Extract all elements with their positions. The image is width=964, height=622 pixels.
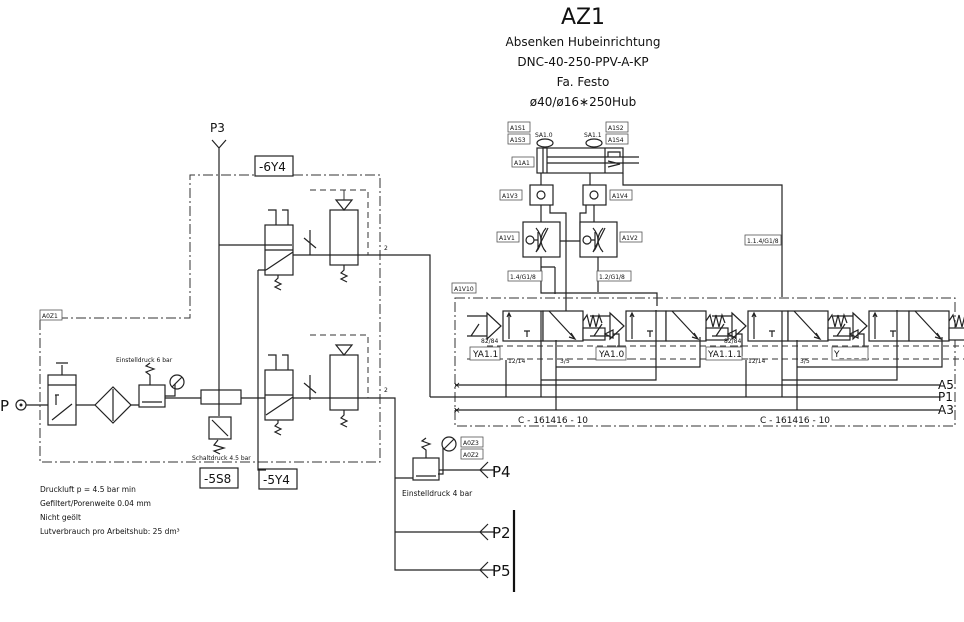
junction-block-icon xyxy=(200,389,242,405)
manifold-part-number-2: C - 161416 - 10 xyxy=(760,416,830,426)
switch-pressure-label: Schaltdruck 4.5 bar xyxy=(192,455,251,462)
valve-label-ya11: YA1.1 xyxy=(472,350,498,360)
label-6y4: -6Y4 xyxy=(259,160,286,174)
subtitle-function: Absenken Hubeinrichtung xyxy=(506,35,661,49)
quick-exhaust-valve-upper-icon xyxy=(329,209,359,266)
output-branch: A0Z3 A0Z2 Einstelldruck 4 bar P4 P2 P5 xyxy=(394,436,516,592)
check-valve-a1v3-icon xyxy=(529,184,554,206)
label-5s8: -5S8 xyxy=(204,472,231,486)
label-p4: P4 xyxy=(492,463,511,481)
valve-label-ya111: YA1.1.1 xyxy=(707,350,742,360)
label-a1s1: A1S1 xyxy=(510,125,526,132)
note-not-oiled: Nicht geölt xyxy=(40,513,81,522)
label-a0z3: A0Z3 xyxy=(463,440,479,447)
label-p2: P2 xyxy=(492,524,511,542)
note-pressure: Druckluft p = 4.5 bar min xyxy=(40,485,136,494)
label-a1s2: A1S2 xyxy=(608,125,624,132)
label-a0z1: A0Z1 xyxy=(42,313,58,320)
supply-unit: P A0Z1 Einstelldruck 6 bar Schaltdruck 4… xyxy=(0,121,431,490)
valve-label-ya10: YA1.0 xyxy=(598,350,625,360)
label-a1v10: A1V10 xyxy=(454,286,474,293)
port-label-3-5: 3/5 xyxy=(800,358,810,365)
label-a1v1: A1V1 xyxy=(499,235,515,242)
port-label-3-5: 3/5 xyxy=(560,358,570,365)
label-port-1-2: 1.2/G1/8 xyxy=(599,274,625,281)
quick-exhaust-valve-lower-icon xyxy=(329,354,359,411)
subtitle-manufacturer: Fa. Festo xyxy=(557,75,610,89)
note-filter: Gefiltert/Porenweite 0.04 mm xyxy=(40,499,151,508)
label-5y4: -5Y4 xyxy=(263,473,290,487)
pressure-regulator-4-bar-icon xyxy=(412,457,440,481)
label-port-1-1-4: 1.1.4/G1/8 xyxy=(747,238,779,245)
note-air-consumption: Lutverbrauch pro Arbeitshub: 25 dm³ xyxy=(40,527,180,536)
svg-text:2: 2 xyxy=(384,387,388,394)
svg-text:×: × xyxy=(453,381,461,391)
shutoff-valve-icon xyxy=(47,374,77,426)
port-label-82-84: 82/84 xyxy=(481,338,498,345)
subtitle-part-number: DNC-40-250-PPV-A-KP xyxy=(517,55,648,69)
port-label-12-14: 12/14 xyxy=(508,358,525,365)
pressure-gauge-4-bar-icon xyxy=(441,436,457,452)
pressure-gauge-icon xyxy=(169,374,185,390)
label-sa11: SA1.1 xyxy=(584,132,602,139)
svg-text:×: × xyxy=(453,406,461,416)
label-sa10: SA1.0 xyxy=(535,132,553,139)
label-p3: P3 xyxy=(210,121,225,135)
rail-label-p1: P1 xyxy=(938,390,953,404)
pressure-regulator-icon xyxy=(138,384,166,408)
sensor-sa11-icon xyxy=(585,138,603,148)
manifold-part-number-1: C - 161416 - 10 xyxy=(518,416,588,426)
set-pressure-4-bar: Einstelldruck 4 bar xyxy=(402,489,473,498)
label-a1v2: A1V2 xyxy=(622,235,638,242)
subtitle-dimensions: ø40/ø16∗250Hub xyxy=(530,95,636,109)
rail-label-a3: A3 xyxy=(938,403,954,417)
sensor-sa10-icon xyxy=(536,138,554,148)
port-label-12-14: 12/14 xyxy=(748,358,765,365)
cylinder-group: A1S1 A1S3 SA1.0 SA1.1 A1S2 A1S4 A1A1 A1V… xyxy=(496,121,783,333)
cylinder-icon xyxy=(536,147,624,174)
label-a1s3: A1S3 xyxy=(510,137,526,144)
label-a1a1: A1A1 xyxy=(514,160,530,167)
notes: Druckluft p = 4.5 bar min Gefiltert/Pore… xyxy=(40,485,180,536)
label-p5: P5 xyxy=(492,562,511,580)
label-a0z2: A0Z2 xyxy=(463,452,479,459)
diagram-title: AZ1 xyxy=(561,5,605,30)
rail-label-a5: A5 xyxy=(938,378,954,392)
label-a1v3: A1V3 xyxy=(502,193,518,200)
valve-label-y-spare: Y_ _ _ _ xyxy=(833,350,867,360)
set-pressure-6-bar: Einstelldruck 6 bar xyxy=(116,357,173,364)
svg-text:2: 2 xyxy=(384,245,388,252)
valve-manifold: A1V10 YA1.1 YA1.0 YA1.1.1 Y_ _ _ _ 82/84… xyxy=(430,282,964,427)
label-a1s4: A1S4 xyxy=(608,137,624,144)
check-valve-a1v4-icon xyxy=(582,184,607,206)
label-a1v4: A1V4 xyxy=(612,193,628,200)
port-label-82-84: 82/84 xyxy=(724,338,741,345)
label-port-1-4: 1.4/G1/8 xyxy=(510,274,536,281)
supply-label-p: P xyxy=(0,397,9,415)
